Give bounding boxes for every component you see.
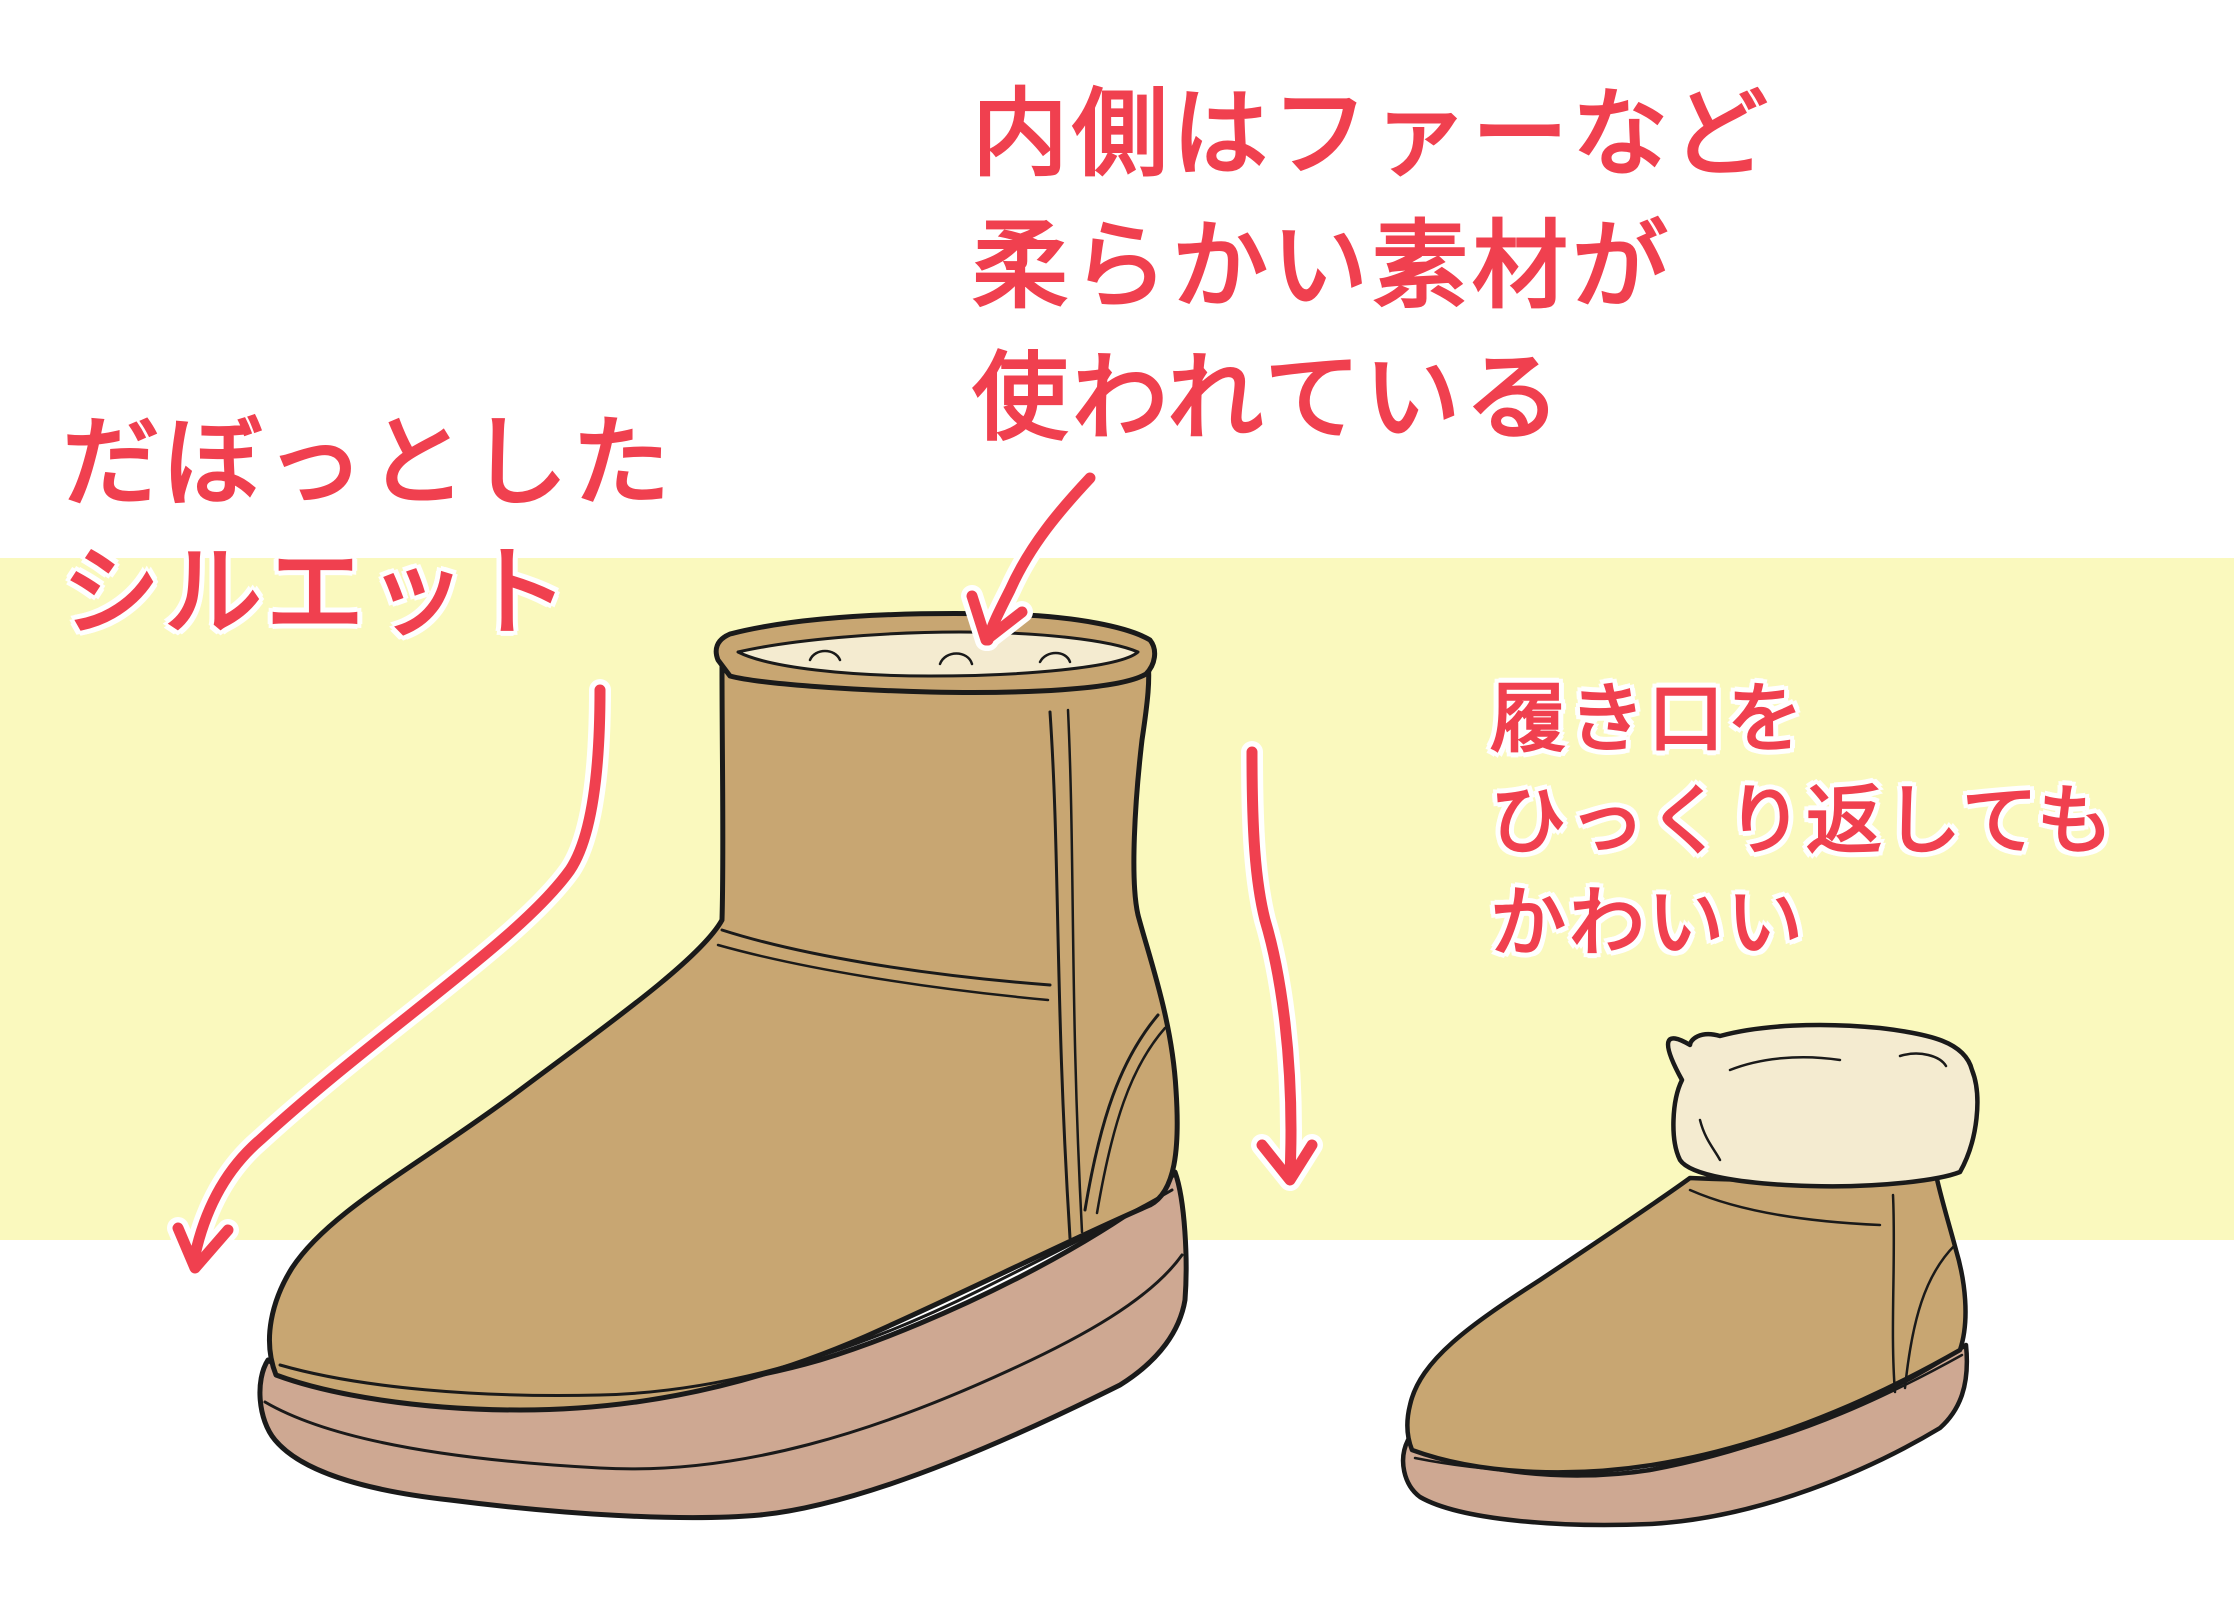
arrows xyxy=(167,467,1323,1279)
label-fold-down-line-1: 履き口を xyxy=(1490,674,1806,763)
folded-boot-cuff-tufts xyxy=(1698,1052,1948,1162)
arrow-silhouette-right xyxy=(1241,741,1323,1191)
label-inner-material-line-3: 使われている xyxy=(972,342,1565,454)
arrow-silhouette-left xyxy=(167,679,611,1279)
main-boot xyxy=(257,611,1189,1521)
label-inner-material-line-1: 内側はファーなど xyxy=(972,78,1772,190)
label-silhouette-line-1: だぼっとした xyxy=(62,406,675,520)
folded-boot-cuff xyxy=(1665,1022,1980,1189)
label-inner-material-line-2: 柔らかい素材が xyxy=(972,210,1672,322)
label-fold-down-line-2: ひっくり返しても xyxy=(1490,776,2116,865)
folded-boot-heel-counter xyxy=(1903,1243,1957,1390)
folded-boot-welt xyxy=(1413,1353,1964,1474)
folded-boot-sole xyxy=(1400,1342,1970,1528)
label-fold-down-line-3: かわいい xyxy=(1490,878,1806,967)
label-fold-down: 履き口を ひっくり返しても かわいい xyxy=(1490,668,2116,974)
folded-boot-body xyxy=(1405,1167,1968,1475)
main-boot-back-seam xyxy=(1048,710,1072,1240)
main-boot-vamp-seam-2 xyxy=(716,943,1050,1002)
main-boot-fur-tufts xyxy=(808,649,1072,666)
main-boot-heel-counter-2 xyxy=(1095,1026,1167,1215)
main-boot-heel-counter xyxy=(1083,1013,1160,1212)
main-boot-welt xyxy=(278,1188,1174,1398)
label-silhouette: だぼっとした シルエット xyxy=(62,398,674,658)
main-boot-back-seam-2 xyxy=(1066,708,1084,1234)
label-silhouette-line-2: シルエット xyxy=(62,536,573,650)
main-boot-body xyxy=(267,657,1180,1413)
folded-boot xyxy=(1400,1022,1980,1528)
folded-boot-back-seam xyxy=(1891,1193,1897,1394)
main-boot-sole-edge xyxy=(263,1253,1184,1471)
folded-boot-vamp-seam xyxy=(1688,1188,1882,1227)
main-boot-vamp-seam xyxy=(720,928,1052,987)
label-inner-material: 内側はファーなど 柔らかい素材が 使われている xyxy=(972,68,1772,464)
arrow-inner-material xyxy=(961,467,1101,651)
main-boot-fur xyxy=(736,630,1140,678)
